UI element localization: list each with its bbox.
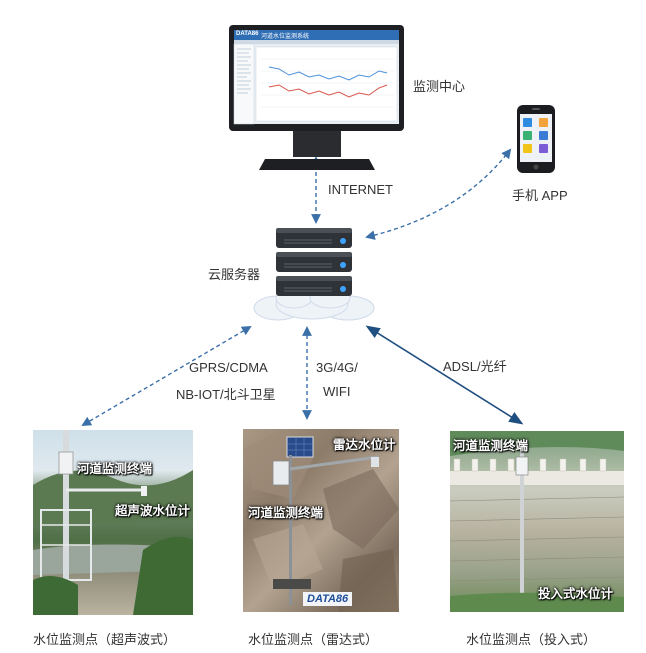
- mobile-app-label: 手机 APP: [512, 188, 568, 203]
- link-app: [365, 148, 512, 240]
- internet-label: INTERNET: [328, 182, 393, 197]
- radar-scene: [243, 429, 399, 612]
- monitor-icon: [229, 25, 404, 170]
- station2-terminal-tag: 河道监测终端: [248, 506, 324, 520]
- link-label-3g4g: 3G/4G/: [316, 360, 358, 375]
- station-photo-radar: 雷达水位计 河道监测终端 DATA86: [243, 429, 399, 612]
- cloud-server-label: 云服务器: [208, 267, 261, 282]
- link-label-adsl: ADSL/光纤: [443, 359, 507, 374]
- station3-caption: 水位监测点（投入式）: [466, 632, 597, 647]
- station1-terminal-tag: 河道监测终端: [77, 462, 153, 476]
- monitor-center-label: 监测中心: [413, 79, 466, 94]
- mobile-phone: [517, 105, 555, 173]
- phone-icon: [517, 105, 555, 173]
- monitor-computer: DATA86 河道水位监测系统: [229, 25, 404, 175]
- link-label-wifi: WIFI: [323, 384, 351, 399]
- station3-terminal-tag: 河道监测终端: [453, 439, 529, 453]
- station2-brand: DATA86: [303, 592, 353, 606]
- link-adsl: [365, 325, 524, 425]
- station-photo-ultrasonic: 河道监测终端 超声波水位计: [33, 430, 193, 615]
- station1-sensor-tag: 超声波水位计: [115, 504, 191, 518]
- link-label-nbiot: NB-IOT/北斗卫星: [176, 387, 276, 402]
- submersible-scene: [450, 431, 624, 612]
- app-logo: DATA86: [236, 31, 259, 37]
- station1-caption: 水位监测点（超声波式）: [33, 632, 177, 647]
- ultrasonic-scene: [33, 430, 193, 615]
- station-photo-submersible: 河道监测终端 投入式水位计: [450, 431, 624, 612]
- app-title: 河道水位监测系统: [261, 34, 310, 40]
- server-icon: [253, 228, 375, 321]
- station2-caption: 水位监测点（雷达式）: [248, 632, 379, 647]
- link-label-gprs: GPRS/CDMA: [189, 360, 268, 375]
- cloud-server: [248, 222, 378, 326]
- link-gprs: [81, 326, 252, 426]
- station3-sensor-tag: 投入式水位计: [538, 587, 614, 601]
- station2-sensor-tag: 雷达水位计: [333, 438, 396, 452]
